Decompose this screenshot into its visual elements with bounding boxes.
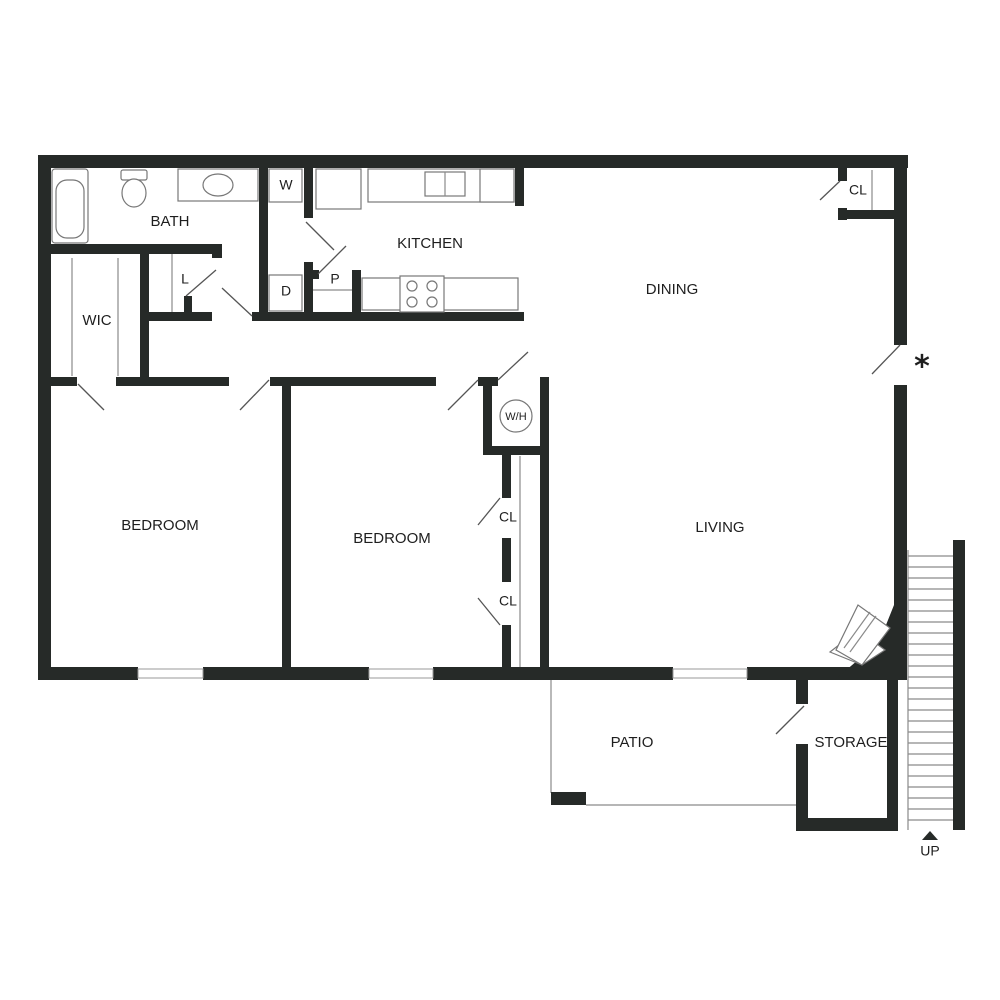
water-heater-icon (499, 399, 533, 433)
fireplace (828, 604, 894, 677)
door-swings (77, 180, 901, 735)
dryer-label: D (281, 283, 291, 299)
bath-label: BATH (151, 213, 190, 230)
exterior-walls (38, 155, 908, 680)
closet-shelves (71, 170, 873, 667)
closet-upper-label: CL (499, 509, 517, 525)
interior-walls (44, 162, 898, 677)
stairs-up-label: UP (920, 843, 939, 859)
refrigerator (315, 168, 362, 210)
bath-fixtures (51, 168, 259, 244)
patio (550, 680, 796, 806)
dining-closet-label: CL (849, 182, 867, 198)
kitchen-label: KITCHEN (397, 235, 463, 252)
water-heater-label: W/H (505, 411, 526, 423)
toilet-bowl (121, 178, 147, 208)
linen-closet-label: L (181, 271, 189, 287)
storage-label: STORAGE (814, 734, 887, 751)
storage-walls (796, 677, 898, 831)
dining-label: DINING (646, 281, 699, 298)
bedroom-left-label: BEDROOM (121, 517, 199, 534)
washer-label: W (279, 177, 293, 193)
room-labels: BATH KITCHEN DINING WIC L W D P CL W/H B… (82, 177, 939, 859)
windows (137, 668, 748, 679)
pantry-label: P (330, 271, 339, 287)
entry-marker: * (914, 350, 930, 385)
wic-label: WIC (82, 312, 111, 329)
closet-lower-label: CL (499, 593, 517, 609)
living-label: LIVING (695, 519, 744, 536)
stairs (907, 540, 965, 840)
sink-icon (202, 173, 234, 197)
bedroom-center-label: BEDROOM (353, 530, 431, 547)
up-arrow-icon (922, 831, 938, 840)
kitchen-fixtures (268, 168, 519, 313)
patio-label: PATIO (611, 734, 654, 751)
stove (399, 275, 445, 313)
